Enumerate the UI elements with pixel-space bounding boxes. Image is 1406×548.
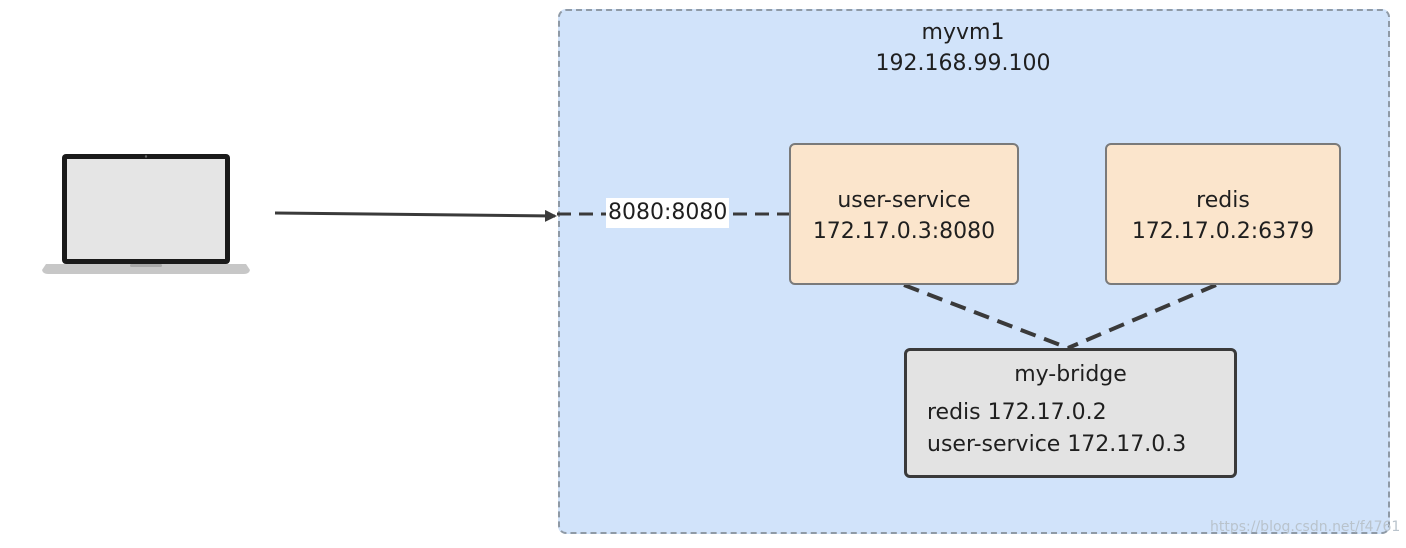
vm-ip: 192.168.99.100 (875, 51, 1051, 76)
watermark: https://blog.csdn.net/f4761 (1210, 519, 1401, 535)
laptop-icon (42, 154, 250, 274)
redis-name: redis (1196, 188, 1250, 213)
user-service-node: user-service 172.17.0.3:8080 (789, 143, 1019, 285)
user-service-name: user-service (837, 188, 971, 213)
bridge-entry-redis: redis 172.17.0.2 (927, 400, 1107, 425)
bridge-node: my-bridge redis 172.17.0.2 user-service … (904, 348, 1237, 478)
bridge-name: my-bridge (1014, 362, 1127, 387)
redis-node: redis 172.17.0.2:6379 (1105, 143, 1341, 285)
client-arrow (274, 209, 557, 222)
redis-address: 172.17.0.2:6379 (1131, 219, 1315, 244)
vm-name: myvm1 (921, 20, 1005, 45)
user-service-address: 172.17.0.3:8080 (812, 219, 996, 244)
port-mapping-label: 8080:8080 (606, 198, 730, 228)
bridge-entry-user-service: user-service 172.17.0.3 (927, 432, 1187, 457)
